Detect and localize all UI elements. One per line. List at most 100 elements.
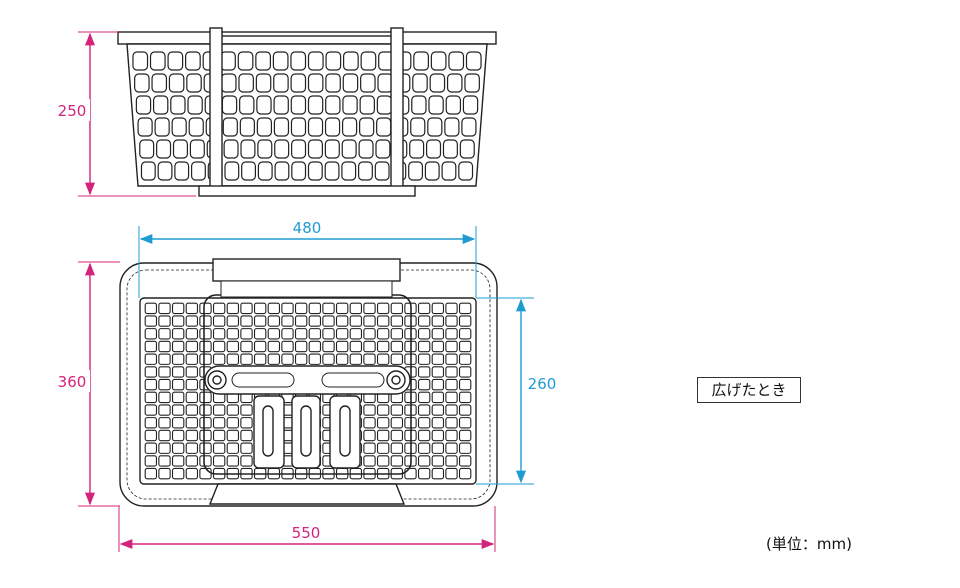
mesh-cell [431, 378, 445, 391]
mesh-cell [253, 315, 267, 327]
mesh-cell [390, 429, 404, 442]
mesh-cell [172, 139, 188, 159]
mesh-cell [144, 328, 158, 340]
mesh-cell [240, 429, 253, 442]
dimension-inner-depth: 260 [476, 297, 560, 485]
mesh-cell [376, 328, 390, 340]
mesh-cell [363, 404, 376, 416]
mesh-cell [458, 315, 472, 327]
mesh-cell [226, 328, 240, 340]
mesh-cell [171, 417, 185, 429]
mesh-cell [441, 161, 457, 181]
mesh-cell [158, 391, 171, 404]
mesh-cell [171, 117, 187, 137]
mesh-cell [240, 353, 253, 365]
side-view [117, 27, 497, 197]
mesh-cell [417, 467, 431, 480]
mesh-cell [139, 139, 155, 159]
mesh-cell [341, 117, 358, 137]
mesh-cell [134, 73, 150, 93]
mesh-cell [185, 467, 199, 480]
mesh-cell [158, 328, 171, 340]
mesh-cell [431, 340, 445, 353]
mesh-cell [294, 315, 308, 327]
mesh-cell [445, 404, 458, 416]
mesh-cell [390, 302, 404, 315]
mesh-cell [417, 404, 431, 416]
mesh-cell [158, 340, 171, 353]
mesh-cell [158, 442, 171, 454]
mesh-cell [156, 139, 172, 159]
mesh-cell [171, 404, 185, 416]
mesh-cell [458, 455, 472, 467]
mesh-cell [376, 404, 390, 416]
mesh-cell [445, 302, 458, 315]
mesh-cell [458, 417, 472, 429]
mesh-cell [272, 51, 289, 71]
mesh-cell [185, 429, 199, 442]
mesh-cell [239, 95, 255, 115]
mesh-cell [185, 455, 199, 467]
mesh-cell [240, 139, 256, 159]
mesh-cell [458, 378, 472, 391]
mesh-cell [267, 315, 281, 327]
left-knob [207, 370, 227, 390]
mesh-cell [226, 353, 240, 365]
mesh-cell [363, 417, 376, 429]
mesh-cell [240, 328, 253, 340]
mesh-cell [281, 340, 294, 353]
mesh-cell [349, 328, 363, 340]
mesh-cell [390, 328, 404, 340]
mesh-cell [157, 161, 173, 181]
mesh-cell [290, 117, 307, 137]
mesh-cell [308, 302, 322, 315]
mesh-cell [212, 455, 226, 467]
mesh-cell [144, 302, 158, 315]
mesh-cell [212, 315, 226, 327]
mesh-cell [281, 353, 294, 365]
mesh-cell [349, 340, 363, 353]
mesh-cell [144, 455, 158, 467]
mesh-cell [417, 353, 431, 365]
mesh-cell [349, 353, 363, 365]
mesh-cell [240, 315, 253, 327]
mesh-cell [459, 139, 475, 159]
mesh-cell [189, 139, 205, 159]
mesh-cell [458, 161, 474, 181]
mesh-cell [431, 442, 445, 454]
mesh-cell [199, 442, 212, 454]
mesh-cell [307, 73, 324, 93]
mesh-cell [294, 340, 308, 353]
side-left-post [209, 27, 223, 191]
mesh-cell [376, 455, 390, 467]
mesh-cell [144, 467, 158, 480]
mesh-cell [322, 302, 335, 315]
mesh-cell [171, 366, 185, 378]
mesh-cell [445, 315, 458, 327]
mesh-cell [324, 139, 340, 159]
mesh-cell [185, 315, 199, 327]
mesh-cell [274, 161, 290, 181]
mesh-cell [445, 442, 458, 454]
mesh-cell [335, 328, 349, 340]
mesh-cell [144, 442, 158, 454]
mesh-cell [171, 455, 185, 467]
mesh-cell [185, 442, 199, 454]
mesh-cell [256, 95, 272, 115]
mesh-cell [390, 442, 404, 454]
mesh-cell [445, 429, 458, 442]
mesh-cell [448, 51, 465, 71]
mesh-cell [171, 353, 185, 365]
mesh-cell [417, 378, 431, 391]
mesh-cell [167, 51, 184, 71]
mesh-cell [154, 117, 170, 137]
mesh-cell [237, 51, 254, 71]
mesh-cell [431, 391, 445, 404]
mesh-cell [431, 302, 445, 315]
dimension-side-height: 250 [54, 31, 196, 197]
mesh-cell [325, 51, 342, 71]
mesh-cell [226, 404, 240, 416]
mesh-cell [324, 161, 340, 181]
mesh-cell [363, 455, 376, 467]
mesh-cell [290, 95, 307, 115]
